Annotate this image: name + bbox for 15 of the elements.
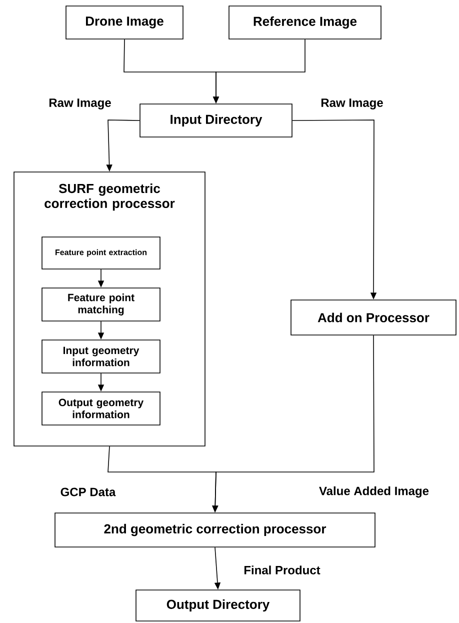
process-box: Drone Image (66, 6, 184, 40)
edge-label: GCP Data (59, 486, 117, 498)
process-box: Input geometry information (42, 340, 160, 374)
process-box: 2nd geometric correction processor (54, 512, 376, 548)
process-box: Output geometry information (42, 392, 160, 426)
process-box: Reference Image (228, 6, 382, 40)
edge-label: Final Product (242, 564, 322, 576)
edge-label: Raw Image (320, 98, 384, 110)
edge-label: Value Added Image (318, 485, 430, 499)
process-box: Input Directory (140, 104, 292, 138)
process-box: Feature point matching (42, 288, 160, 322)
process-box: Output Directory (136, 590, 300, 622)
process-box: Add on Processor (290, 300, 456, 336)
edge-label: Raw Image (48, 98, 112, 110)
process-box: Feature point extraction (42, 236, 160, 270)
